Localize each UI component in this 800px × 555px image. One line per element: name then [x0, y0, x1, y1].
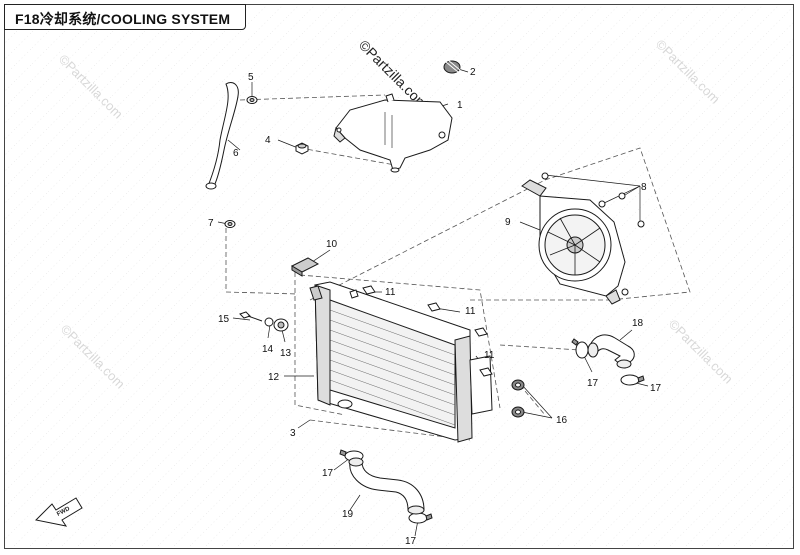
- lower-hose[interactable]: [348, 457, 425, 515]
- reservoir-cap[interactable]: [443, 59, 461, 74]
- callout-16: 16: [556, 415, 568, 426]
- dotted-background: [5, 5, 793, 548]
- callout-17d: 17: [405, 536, 417, 547]
- guide-fan-box: [544, 147, 691, 301]
- cooling-fan[interactable]: [521, 179, 626, 305]
- mount-bolt[interactable]: [239, 311, 263, 322]
- tank-bolt[interactable]: [295, 142, 309, 155]
- callout-5: 5: [248, 72, 254, 83]
- callout-1: 1: [457, 100, 463, 111]
- callout-7: 7: [208, 218, 214, 229]
- guide-hose-to-radiator: [225, 228, 299, 295]
- guide-radiator-bottom: [309, 419, 471, 441]
- callout-4: 4: [265, 135, 271, 146]
- callout-17b: 17: [650, 383, 662, 394]
- mount-collar[interactable]: [264, 317, 274, 327]
- radiator-pad[interactable]: [290, 257, 320, 277]
- callout-6: 6: [233, 148, 239, 159]
- callout-10: 10: [326, 239, 338, 250]
- callout-9: 9: [505, 217, 511, 228]
- guide-radiator-left: [294, 272, 346, 416]
- callouts: 1 2 3 4 5 6 7 8 9 10 11 11 11 12 13 14 1…: [208, 67, 662, 547]
- coolant-reservoir[interactable]: [333, 93, 453, 173]
- side-grommets[interactable]: [511, 379, 525, 418]
- callout-2: 2: [470, 67, 476, 78]
- callout-17a: 17: [587, 378, 599, 389]
- guide-grommets: [519, 384, 546, 416]
- overflow-hose[interactable]: [205, 82, 239, 190]
- callout-8: 8: [641, 182, 647, 193]
- mount-grommet[interactable]: [273, 318, 289, 332]
- callout-14: 14: [262, 344, 274, 355]
- callout-3: 3: [290, 428, 296, 439]
- radiator-clips[interactable]: [349, 285, 493, 377]
- callout-19: 19: [342, 509, 354, 520]
- guide-radiator-right: [299, 274, 501, 409]
- guide-bracket-to-tank: [299, 147, 396, 166]
- guide-radiator-to-fan: [309, 179, 546, 301]
- callout-18: 18: [632, 318, 644, 329]
- title-box: F18冷却系统/COOLING SYSTEM: [4, 4, 246, 30]
- assembly-guides: [225, 94, 691, 441]
- hose-clip-lower[interactable]: [224, 220, 236, 228]
- callout-11b: 11: [465, 306, 476, 317]
- guide-clip-to-tank: [239, 94, 386, 101]
- callout-15: 15: [218, 314, 230, 325]
- upper-hose[interactable]: [587, 334, 635, 369]
- front-arrow-icon: FWD: [34, 497, 83, 527]
- fan-bolts[interactable]: [541, 172, 645, 296]
- hose-clip[interactable]: [246, 96, 258, 104]
- hose-clamps[interactable]: [339, 338, 645, 524]
- radiator[interactable]: [309, 281, 493, 443]
- guide-hose-right: [499, 344, 581, 351]
- callout-11c: 11: [484, 350, 495, 361]
- callout-13: 13: [280, 348, 292, 359]
- callout-11a: 11: [385, 287, 396, 298]
- page-frame: [4, 4, 794, 549]
- diagram-title: F18冷却系统/COOLING SYSTEM: [15, 11, 231, 27]
- callout-17c: 17: [322, 468, 334, 479]
- callout-12: 12: [268, 372, 280, 383]
